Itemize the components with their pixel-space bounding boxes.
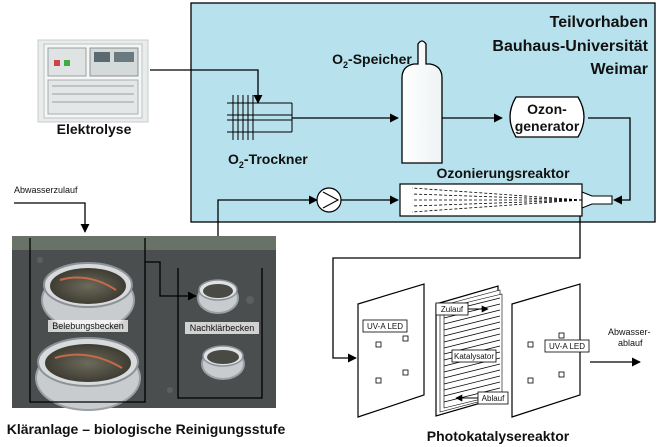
electrolysis-label: Elektrolyse xyxy=(57,121,132,137)
treatment-plant-label: Kläranlage – biologische Reinigungsstufe xyxy=(7,421,286,437)
electrolysis-image xyxy=(37,39,149,123)
treatment-plant-image xyxy=(12,236,276,411)
wastewater-outflow-label-line1: Abwasser- xyxy=(608,327,651,337)
o2-storage-tank xyxy=(401,40,443,164)
project-title-line1: Teilvorhaben xyxy=(550,14,648,31)
wastewater-inflow-label: Abwasserzulauf xyxy=(14,185,78,195)
uva-led-right-label: UV-A LED xyxy=(549,342,585,351)
o2-storage-label: O2-Speicher xyxy=(332,51,412,70)
aeration-tank-label-visible: Belebungsbecken xyxy=(52,321,124,331)
o2-dryer-label: O2-Trockner xyxy=(228,151,308,170)
ozone-generator xyxy=(509,96,585,138)
photocatalysis-reactor-label: Photokatalysereaktor xyxy=(427,428,570,444)
inlet-label: Zulauf xyxy=(441,305,464,314)
ozonation-reactor-label: Ozonierungsreaktor xyxy=(436,165,570,181)
outlet-label: Ablauf xyxy=(482,394,505,403)
o2-dryer xyxy=(227,95,293,140)
ozone-generator-label-line1: Ozon- xyxy=(527,101,567,117)
wastewater-outflow-label-line2: ablauf xyxy=(618,338,643,348)
project-title-line3: Weimar xyxy=(590,61,648,78)
catalyst-label: Katalysator xyxy=(454,352,494,361)
project-title-line2: Bauhaus-Universität xyxy=(492,38,648,55)
ozonation-reactor xyxy=(399,183,613,217)
secondary-clarifier-label: Nachklärbecken xyxy=(190,323,255,333)
pump-icon xyxy=(316,187,342,213)
uva-led-left-label: UV-A LED xyxy=(367,322,403,331)
ozone-generator-label-line2: generator xyxy=(515,118,580,134)
